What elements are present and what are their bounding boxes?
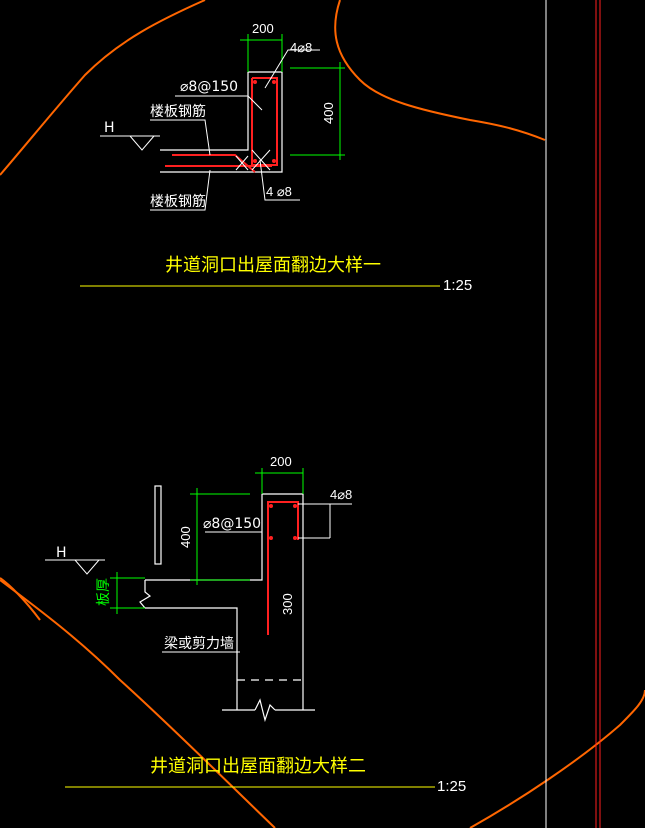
detail-2-title: 井道洞口出屋面翻边大样二 (150, 756, 366, 777)
detail-1-concrete-outline (160, 71, 283, 173)
boundary-curve-bottom-right (469, 689, 645, 828)
detail-2-level-marker (45, 559, 105, 575)
detail-1-dim-height: 400 (321, 102, 336, 124)
detail-1-rebar-top: 4⌀8 (290, 40, 312, 55)
detail-1-cross-marks (235, 149, 271, 171)
detail-2-beam-or-wall: 梁或剪力墙 (164, 636, 234, 652)
detail-1-stirrup: ⌀8@150 (180, 79, 238, 95)
detail-2-level-label: H (56, 545, 67, 561)
detail-2-concrete-outline (139, 485, 315, 723)
detail-1-level-marker (100, 135, 160, 151)
detail-1-upstand-outline (160, 71, 283, 173)
boundary-curve-right-top (334, 0, 546, 141)
detail-2-slab-thickness: 板厚 (96, 578, 112, 606)
detail-2-slab-bottom (145, 607, 238, 710)
detail-2-stirrup: ⌀8@150 (203, 516, 261, 532)
sheet-border (545, 0, 601, 828)
detail-2-parapet-cap (154, 485, 162, 565)
detail-1-stirrup (251, 77, 278, 166)
detail-1-slab-rebar-top: 楼板钢筋 (150, 103, 206, 120)
detail-2-rebar (267, 501, 299, 635)
detail-1-slab-outline (160, 72, 249, 151)
detail-1: H 200 400 4⌀8 4 ⌀8 ⌀8@150 楼板钢筋 楼板钢筋 井道洞口… (80, 21, 472, 294)
detail-2-inner-face (145, 494, 263, 581)
detail-1-leaders (150, 49, 320, 211)
detail-2: H 200 400 板厚 4⌀8 ⌀8@150 300 梁或剪力墙 (45, 454, 466, 795)
detail-2-leaders (162, 503, 352, 653)
detail-1-level-label: H (104, 120, 115, 136)
detail-2-dim-height: 400 (178, 526, 193, 548)
detail-1-dim-width: 200 (252, 21, 274, 36)
detail-2-anchor-length: 300 (280, 593, 295, 615)
detail-1-rebar-bottom: 4 ⌀8 (266, 184, 292, 199)
detail-2-dimensions (110, 468, 304, 614)
boundary-curve-bottom-left (0, 579, 276, 828)
detail-2-scale: 1:25 (437, 778, 466, 795)
detail-1-slab-rebar-bottom: 楼板钢筋 (150, 193, 206, 210)
detail-1-title: 井道洞口出屋面翻边大样一 (165, 255, 381, 276)
boundary-curve-left-edge (0, 577, 41, 621)
detail-2-rebar-dots (269, 504, 297, 540)
detail-1-dimensions (240, 34, 345, 160)
detail-1-rebar (165, 77, 278, 173)
detail-2-dim-width: 200 (270, 454, 292, 469)
detail-2-rebar-top: 4⌀8 (330, 487, 352, 502)
detail-1-scale: 1:25 (443, 277, 472, 294)
detail-1-rebar-dots (253, 80, 276, 163)
boundary-curve-top (0, 0, 206, 176)
